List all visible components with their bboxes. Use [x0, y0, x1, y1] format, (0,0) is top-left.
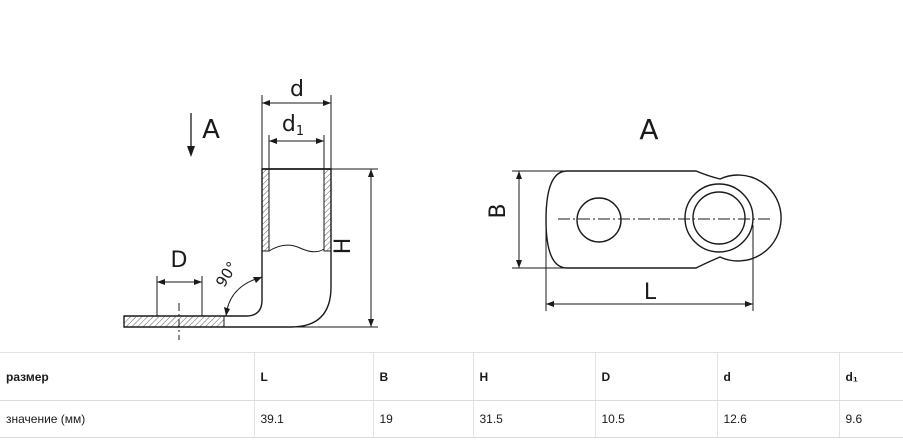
value-d: 12.6 — [717, 400, 840, 438]
break-line — [268, 244, 325, 253]
angle-90 — [224, 276, 263, 317]
label-d1: d1 — [282, 112, 304, 139]
value-B: 19 — [373, 400, 474, 438]
label-H: H — [331, 238, 356, 255]
label-arrow-A: A — [202, 115, 220, 145]
table-values-row: значение (мм) 39.1 19 31.5 10.5 12.6 9.6 — [0, 400, 903, 438]
barrel-wall-right — [323, 168, 332, 252]
value-d1: 9.6 — [839, 400, 903, 438]
dim-H — [291, 168, 378, 328]
barrel-outer — [684, 183, 754, 253]
dim-D — [156, 276, 203, 316]
spec-table: размер L B H D d d₁ значение (мм) 39.1 1… — [0, 352, 903, 438]
header-d: d — [717, 352, 840, 401]
barrel-inner — [692, 191, 746, 245]
view-arrow-A — [187, 113, 195, 157]
label-L: L — [644, 280, 657, 305]
values-label: значение (мм) — [0, 400, 255, 438]
header-B: B — [373, 352, 474, 401]
header-L: L — [254, 352, 374, 401]
label-B: B — [486, 203, 511, 218]
value-D: 10.5 — [595, 400, 718, 438]
dim-B — [512, 170, 567, 269]
label-D: D — [171, 248, 188, 273]
label-view-A: A — [639, 113, 658, 146]
header-H: H — [473, 352, 596, 401]
tongue-section — [123, 315, 225, 328]
dim-L — [545, 225, 754, 311]
barrel-wall-left — [261, 168, 270, 252]
value-L: 39.1 — [254, 400, 374, 438]
side-view — [123, 168, 332, 340]
dim-d1 — [268, 135, 325, 169]
value-H: 31.5 — [473, 400, 596, 438]
table-header-row: размер L B H D d d₁ — [0, 352, 903, 401]
technical-drawing: d d1 A D 90° H A — [123, 77, 782, 340]
small-hole — [576, 197, 622, 243]
header-d1: d₁ — [839, 352, 903, 401]
dim-d — [261, 95, 332, 169]
label-angle: 90° — [212, 258, 241, 290]
header-D: D — [595, 352, 718, 401]
header-label: размер — [0, 352, 255, 401]
label-d: d — [290, 77, 304, 102]
top-view — [545, 170, 782, 269]
